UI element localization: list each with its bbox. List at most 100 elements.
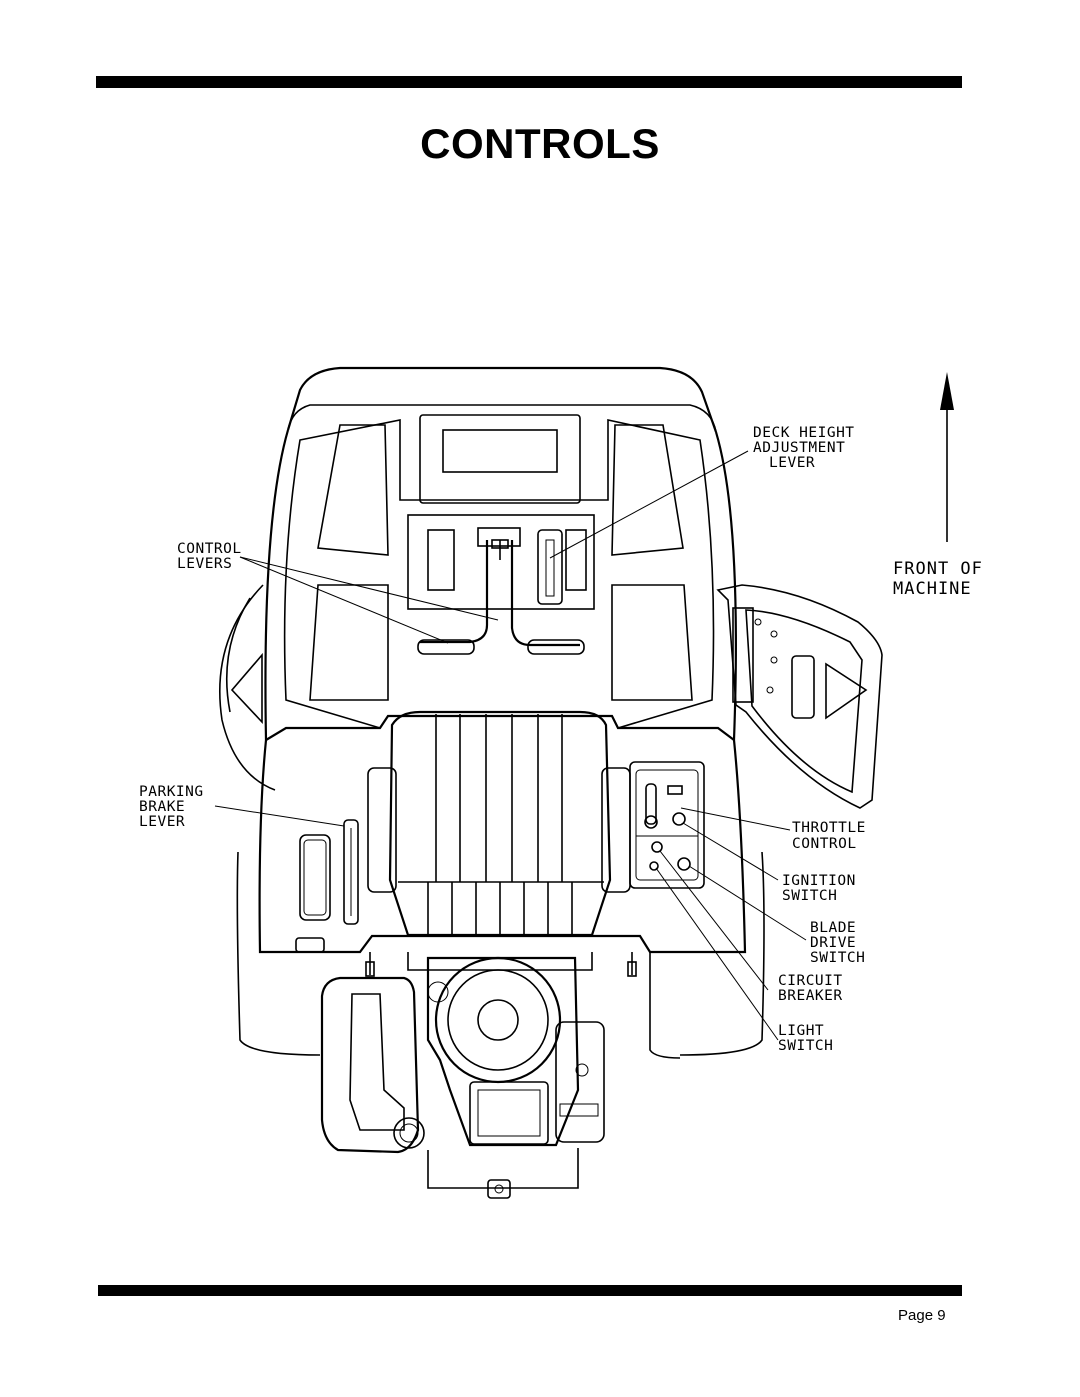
engine-air-filter (469, 1081, 549, 1145)
top-rule (96, 76, 962, 88)
label-line: LIGHT (778, 1023, 824, 1039)
label-line: LEVER (139, 814, 185, 830)
label-line: ADJUSTMENT (753, 440, 845, 456)
label-line: BREAKER (778, 988, 843, 1004)
muffler-label (559, 1103, 599, 1117)
frame-bolt (365, 961, 375, 977)
cowl-top (286, 366, 718, 433)
rear-bumper (427, 1148, 579, 1189)
leader-light-switch (655, 867, 779, 1041)
left-rear-tire-inner (225, 597, 251, 713)
label-control-levers: CONTROL LEVERS (177, 541, 242, 572)
right-tire-arrow (825, 662, 868, 720)
right-wheel-inner (649, 952, 681, 1059)
left-rear-wheel (236, 851, 321, 1056)
left-fender-tab (295, 937, 325, 953)
deck-height-lever (537, 529, 563, 605)
light-switch (649, 861, 659, 871)
left-fender-pocket-inner (303, 839, 327, 916)
leader-ignition (682, 822, 779, 881)
page-title: CONTROLS (420, 120, 660, 167)
arrow-head (940, 372, 954, 410)
discharge-chute (716, 584, 883, 809)
label-front-of-machine: FRONT OF MACHINE (893, 559, 983, 599)
fuel-tank (320, 976, 420, 1154)
hitch (487, 1179, 511, 1199)
bolt (770, 656, 778, 664)
rear-frame (407, 952, 593, 971)
label-line: LEVER (769, 455, 815, 471)
cowl-left-side (264, 429, 290, 741)
right-rear-wheel (679, 851, 765, 1056)
label-ignition: IGNITION SWITCH (782, 873, 856, 904)
engine (426, 956, 580, 1147)
frame-post (369, 952, 633, 975)
chute-handle (791, 655, 815, 719)
throttle-knob (644, 815, 658, 829)
label-line: FRONT OF (893, 559, 983, 579)
left-upper-window (317, 424, 389, 556)
engine-gauge (427, 981, 449, 1003)
label-line: BRAKE (139, 799, 185, 815)
deck-height-lever-slot (545, 539, 555, 597)
right-lower-window (611, 584, 693, 701)
bottom-rule (98, 1285, 962, 1296)
blade-drive-switch (677, 857, 691, 871)
bolt (770, 630, 778, 638)
label-blade-drive: BLADE DRIVE SWITCH (810, 920, 865, 966)
hitch-hole (494, 1184, 504, 1194)
front-direction-arrow (940, 372, 954, 542)
leader-circuit-breaker (659, 850, 769, 991)
muffler (555, 1021, 605, 1143)
label-circuit-breaker: CIRCUIT BREAKER (778, 973, 843, 1004)
label-line: MACHINE (893, 579, 972, 599)
leader-control-lever-right (239, 556, 499, 621)
dash-panel (283, 419, 715, 729)
right-armrest (601, 767, 631, 893)
bolt (766, 686, 774, 694)
label-line: CONTROL (177, 541, 242, 557)
dash-box (419, 414, 581, 504)
left-lever-grip (417, 639, 475, 655)
leader-control-lever-left (239, 556, 449, 644)
body-waist (265, 714, 735, 741)
leader-parking-brake (214, 805, 345, 827)
label-line: CIRCUIT (778, 973, 843, 989)
control-panel-inner (635, 769, 699, 881)
right-lever-grip (527, 639, 585, 655)
cowl-right-side (714, 431, 737, 741)
label-line: BLADE (810, 920, 856, 936)
left-fender-pocket (299, 834, 331, 921)
ignition-switch (672, 812, 686, 826)
panel-indicator (667, 785, 683, 795)
throttle-slot (645, 783, 657, 825)
leader-blade-drive (688, 865, 807, 941)
frame-bolt (627, 961, 637, 977)
left-tire-arrow (230, 652, 263, 725)
console-slot-right (565, 529, 587, 591)
chute-bracket (732, 607, 754, 703)
label-line: THROTTLE (792, 820, 866, 836)
right-upper-window (611, 424, 684, 556)
label-line: IGNITION (782, 873, 856, 889)
page-number: Page 9 (898, 1307, 946, 1324)
mower-body (219, 366, 883, 1199)
label-parking-brake: PARKING BRAKE LEVER (139, 784, 204, 830)
parking-brake-lever (343, 819, 359, 925)
leader-deck-height (549, 450, 749, 559)
left-rear-tire (219, 584, 276, 791)
leader-lines (214, 450, 807, 1041)
body-lower (258, 739, 747, 954)
center-console (407, 514, 595, 610)
right-control-lever (510, 540, 580, 647)
circuit-breaker (651, 841, 663, 853)
engine-air-filter-inner (477, 1089, 541, 1137)
fuel-tank-inner (349, 993, 405, 1131)
label-line: PARKING (139, 784, 204, 800)
left-armrest (367, 767, 397, 893)
label-deck-height: DECK HEIGHT ADJUSTMENT LEVER (753, 425, 854, 471)
label-line: SWITCH (778, 1038, 833, 1054)
control-panel (629, 761, 705, 889)
engine-hub (477, 999, 519, 1041)
